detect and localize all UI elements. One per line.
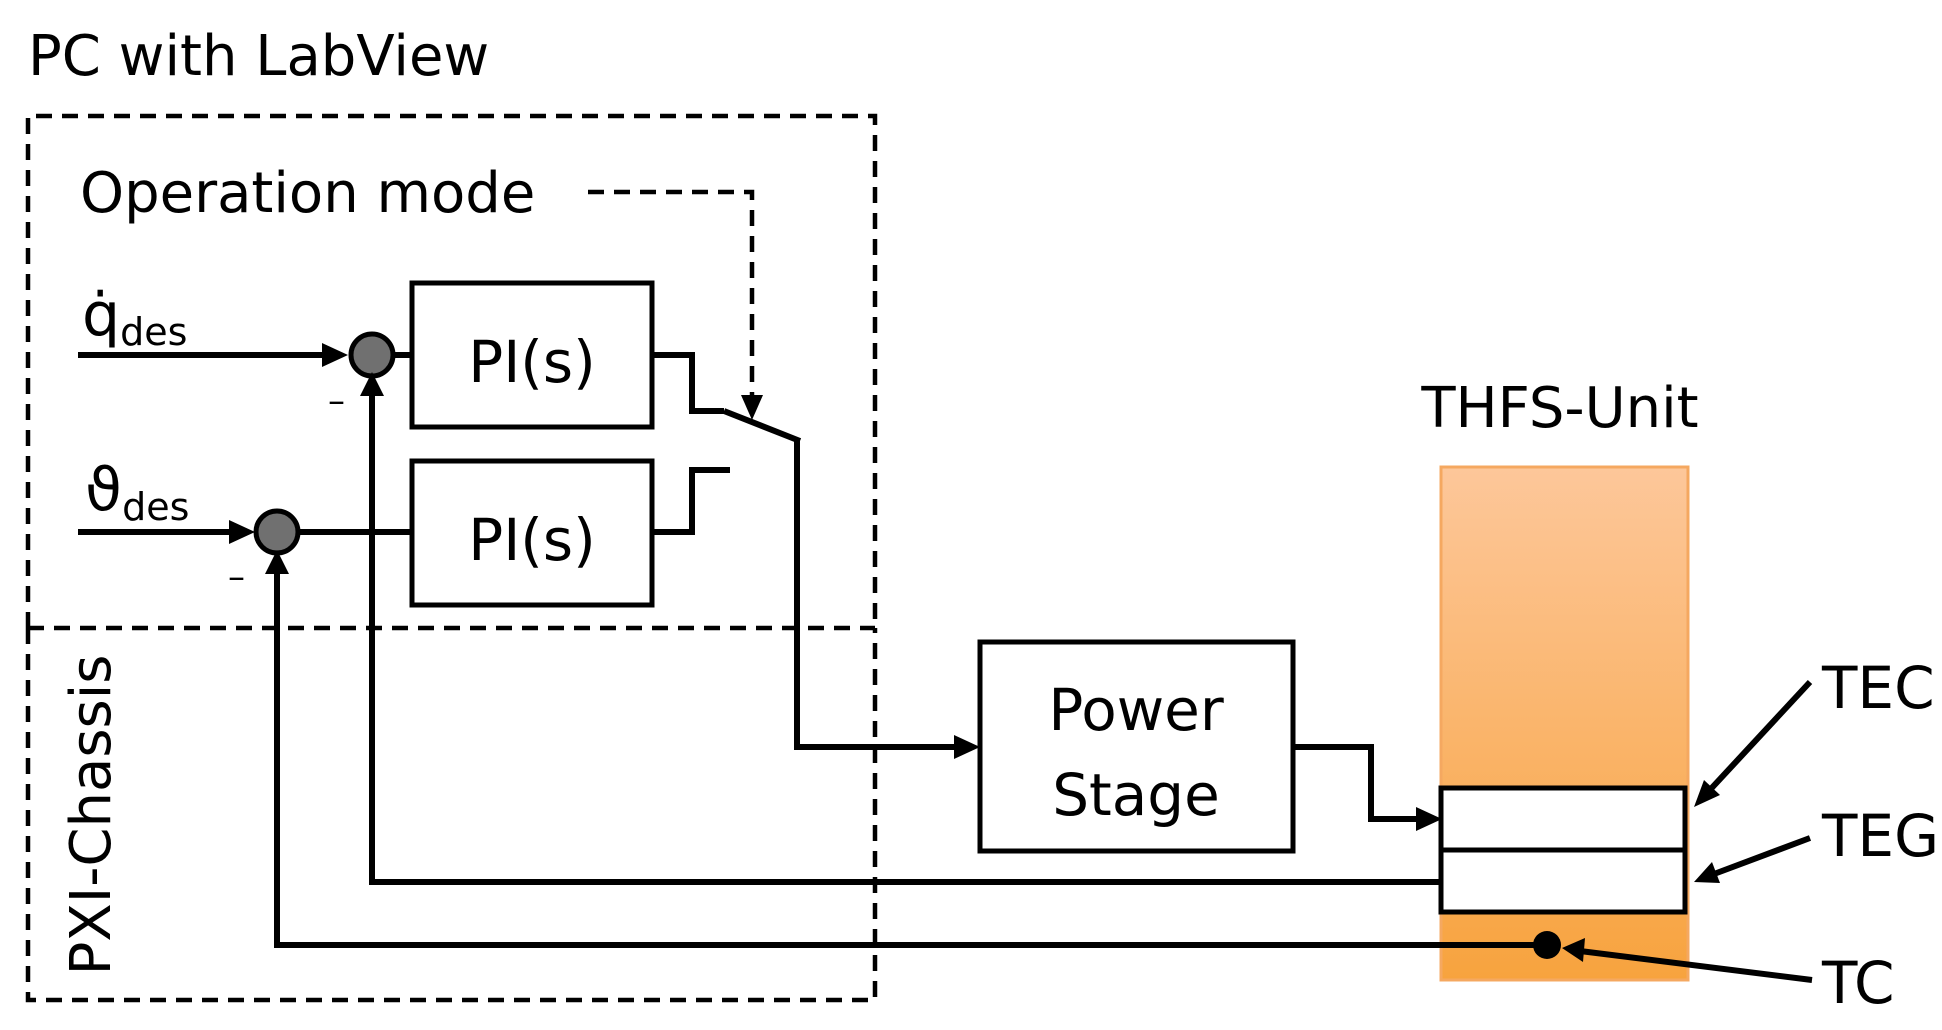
switch-to-power-stage <box>794 440 962 750</box>
pc-title: PC with LabView <box>28 24 489 89</box>
minus-sign-bottom: – <box>228 557 245 597</box>
power-stage-arrowhead <box>954 735 980 759</box>
tec-pointer <box>1705 679 1813 795</box>
teg-feedback-arrowhead <box>360 372 384 396</box>
pxi-chassis-label: PXI-Chassis <box>59 655 124 976</box>
tc-feedback-arrowhead <box>265 550 289 574</box>
teg-pointer-head <box>1694 862 1720 883</box>
tc-label: TC <box>1821 949 1895 1017</box>
pi-top-output <box>652 352 724 414</box>
pc-box <box>25 113 878 628</box>
tc-pointer-head <box>1562 938 1585 962</box>
power-stage-block <box>977 639 1296 854</box>
mode-switch-blade <box>722 408 802 444</box>
pxi-box <box>25 628 878 1003</box>
theta-symbol: ϑdes <box>85 455 189 529</box>
tec-pointer-head <box>1694 780 1720 807</box>
tec-input-arrowhead <box>1416 807 1442 831</box>
pi-block-bottom <box>409 458 655 608</box>
tc-pointer <box>1579 948 1813 983</box>
sum-junction-top <box>348 331 396 379</box>
pi-top-label: PI(s) <box>468 328 596 396</box>
teg-element <box>1438 847 1688 915</box>
power-to-tec-line <box>1293 744 1424 822</box>
qdes-arrowhead <box>322 343 348 367</box>
pi-bottom-label: PI(s) <box>468 506 596 574</box>
operation-mode-link <box>588 189 755 395</box>
sum-junction-bottom <box>253 508 301 556</box>
tec-element <box>1438 785 1688 853</box>
theta-arrowhead <box>229 520 255 544</box>
tc-feedback-line <box>274 570 1547 948</box>
teg-feedback-line <box>369 392 1441 885</box>
pi-block-top <box>409 280 655 430</box>
minus-sign-top: – <box>328 381 345 421</box>
operation-mode-arrowhead <box>741 395 763 420</box>
qdes-symbol: q̇des <box>82 280 187 354</box>
teg-label: TEG <box>1821 802 1939 870</box>
thfs-title: THFS-Unit <box>1420 376 1698 441</box>
tec-label: TEC <box>1821 654 1935 722</box>
power-stage-line1: Power <box>1048 676 1224 744</box>
operation-mode-label: Operation mode <box>80 161 535 226</box>
power-stage-line2: Stage <box>1052 761 1220 829</box>
teg-pointer <box>1712 835 1812 877</box>
pi-bottom-output <box>652 467 730 535</box>
